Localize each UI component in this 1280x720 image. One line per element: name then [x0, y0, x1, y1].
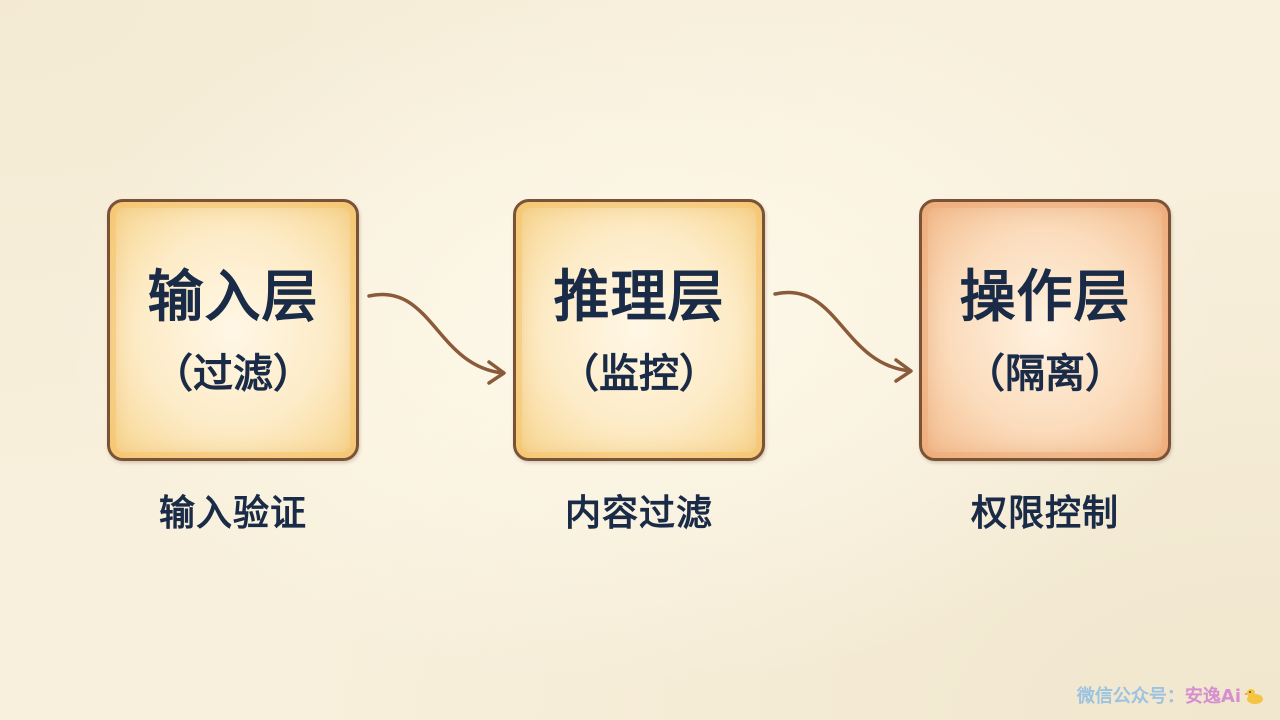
layer-title: 推理层: [553, 265, 725, 330]
arrow-reasoning-to-operation: [773, 290, 913, 383]
layer-box-operation: 操作层 （隔离）: [919, 199, 1171, 461]
watermark: 微信公众号：安逸Ai: [1077, 687, 1264, 706]
layer-subtitle: （过滤）: [153, 351, 313, 397]
watermark-prefix: 微信公众号：: [1076, 686, 1185, 707]
duck-icon: [1244, 689, 1263, 704]
layer-caption-input: 输入验证: [158, 493, 307, 534]
layer-title: 操作层: [959, 265, 1131, 330]
arrow-input-to-reasoning: [367, 292, 506, 385]
layer-caption-operation: 权限控制: [970, 493, 1119, 534]
watermark-name: 安逸Ai: [1184, 686, 1241, 707]
layer-subtitle: （监控）: [559, 351, 719, 397]
layer-box-input: 输入层 （过滤）: [107, 199, 359, 461]
layer-box-reasoning: 推理层 （监控）: [513, 199, 765, 461]
layer-title: 输入层: [147, 265, 319, 330]
layer-caption-reasoning: 内容过滤: [564, 493, 713, 534]
layer-subtitle: （隔离）: [965, 351, 1125, 397]
